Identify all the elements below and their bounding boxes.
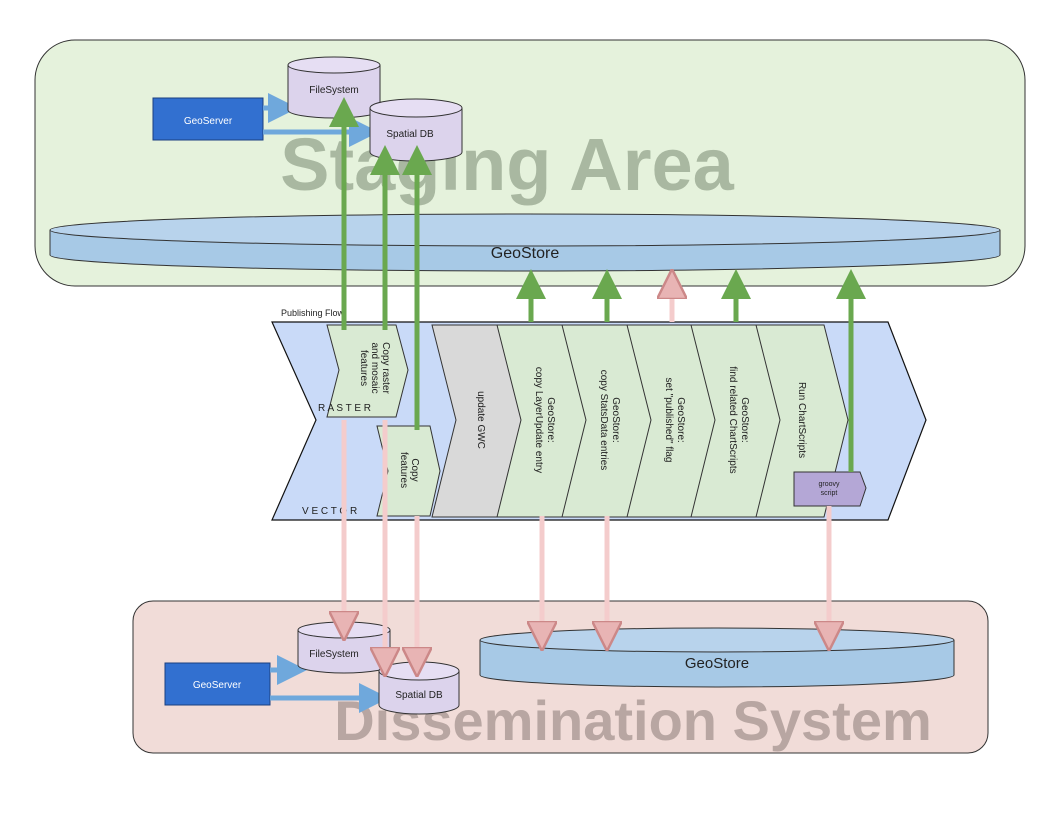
svg-text:GeoStore:: GeoStore: (610, 397, 621, 443)
dissemination-filesystem: FileSystem (297, 621, 391, 674)
svg-text:set "published" flag: set "published" flag (663, 378, 674, 463)
statsdata-step-label: GeoStore: copy StatsData entries (598, 370, 621, 471)
dissemination-filesystem-label: FileSystem (309, 649, 358, 660)
staging-geoserver-label: GeoServer (184, 116, 233, 127)
runcharts-step-label: Run ChartScripts (796, 382, 807, 458)
step-copy-raster (326, 324, 409, 418)
staging-geostore-label: GeoStore (491, 245, 560, 262)
staging-geostore: GeoStore (49, 213, 1001, 272)
svg-text:Run ChartScripts: Run ChartScripts (796, 382, 807, 458)
dissemination-geostore-label: GeoStore (685, 655, 749, 672)
svg-text:GeoStore:: GeoStore: (545, 397, 556, 443)
groovy-script-box (793, 471, 867, 507)
layerupdate-step-label: GeoStore: copy LayerUpdate entry (533, 367, 556, 473)
dissemination-spatialdb: Spatial DB (378, 661, 460, 715)
staging-read-arrows (329, 97, 866, 472)
staging-filesystem-label: FileSystem (309, 85, 358, 96)
groovy-script-line-1: groovy (818, 481, 840, 488)
staging-spatialdb-label: Spatial DB (386, 129, 434, 140)
svg-text:Copy raster: Copy raster (380, 342, 391, 394)
svg-text:and mosaic: and mosaic (369, 342, 380, 393)
published-step-label: GeoStore: set "published" flag (663, 378, 686, 463)
svg-text:Copy: Copy (409, 458, 420, 481)
step-copy-vector (376, 425, 441, 517)
svg-text:features: features (398, 452, 409, 488)
staging-geoserver: GeoServer (152, 97, 264, 141)
svg-text:GeoStore:: GeoStore: (739, 397, 750, 443)
staging-area-title: Staging Area (280, 123, 735, 206)
publishing-flow-label: Publishing Flow (281, 308, 345, 318)
staging-filesystem: FileSystem (287, 56, 381, 119)
raster-label: R A S T E R (318, 403, 371, 414)
staging-spatialdb: Spatial DB (369, 98, 463, 162)
dissemination-geoserver: GeoServer (164, 662, 271, 706)
svg-text:update GWC: update GWC (475, 391, 486, 449)
svg-text:find related ChartScripts: find related ChartScripts (727, 366, 738, 473)
findcharts-step-label: GeoStore: find related ChartScripts (727, 366, 750, 473)
dissemination-geostore: GeoStore (479, 627, 955, 688)
gwc-step-label: update GWC (475, 391, 486, 449)
step-run-chartscripts (755, 324, 849, 518)
groovy-script-line-2: script (821, 490, 838, 497)
svg-text:GeoStore:: GeoStore: (675, 397, 686, 443)
svg-text:features: features (358, 350, 369, 386)
dissemination-write-arrows (344, 284, 829, 662)
vector-label: V E C T O R (302, 506, 357, 517)
dissemination-geoserver-label: GeoServer (193, 680, 242, 691)
svg-text:copy LayerUpdate entry: copy LayerUpdate entry (533, 367, 544, 473)
raster-step-label: Copy raster and mosaic features (358, 342, 391, 394)
dissemination-spatialdb-label: Spatial DB (395, 690, 443, 701)
svg-text:copy StatsData entries: copy StatsData entries (598, 370, 609, 471)
vector-step-label: Copy features (398, 452, 420, 488)
